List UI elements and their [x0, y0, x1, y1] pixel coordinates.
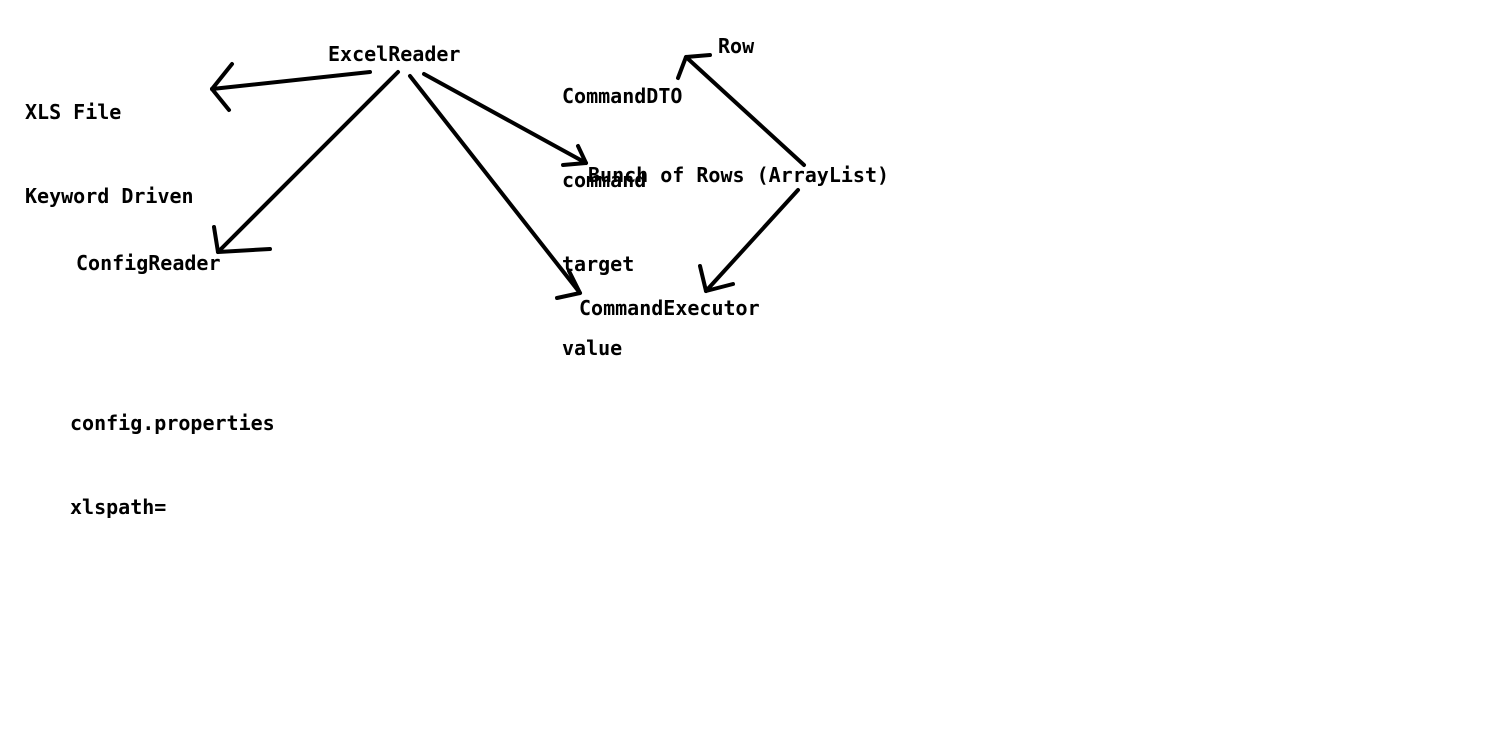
command-field-text: command [562, 168, 647, 192]
config-properties-text: config.properties [70, 411, 275, 435]
arrow-bunchofrows-to-commandexecutor [698, 188, 800, 293]
config-properties-block: config.properties xlspath= [70, 353, 275, 577]
row-label: Row [718, 34, 755, 58]
bunch-of-rows-label: Bunch of Rows (ArrayList) [588, 163, 890, 187]
xls-file-label: XLS File Keyword Driven [25, 42, 194, 266]
keyword-driven-text: Keyword Driven [25, 184, 194, 208]
command-dto-text: CommandDTO [562, 84, 683, 108]
xls-file-text: XLS File [25, 100, 122, 124]
config-reader-label: ConfigReader [76, 251, 221, 275]
command-executor-label: CommandExecutor [579, 296, 760, 320]
value-field-text: value [562, 336, 623, 360]
xlspath-text: xlspath= [70, 495, 167, 519]
arrow-excelreader-to-configreader [212, 70, 400, 254]
excel-reader-label: ExcelReader [328, 42, 461, 66]
arrow-bunchofrows-to-row [676, 53, 806, 167]
command-dto-block: CommandDTO command target value [562, 26, 682, 418]
arrow-excelreader-to-xls [210, 62, 372, 112]
target-field-text: target [562, 252, 635, 276]
arrow-excelreader-to-bunchofrows [422, 72, 588, 167]
arrow-excelreader-to-commandexecutor [408, 74, 582, 300]
